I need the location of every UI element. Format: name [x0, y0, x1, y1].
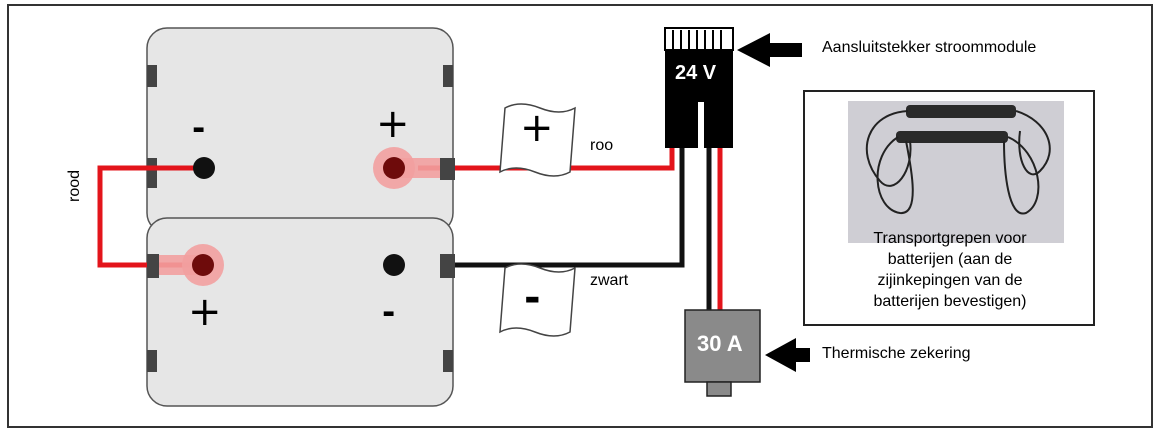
rood-wire-label: rood	[66, 169, 83, 202]
bottom-battery-minus-sign: -	[382, 293, 396, 331]
top-battery-plus-sign: +	[376, 101, 410, 147]
module-voltage: 24 V	[675, 62, 717, 84]
transport-handles-photo	[848, 101, 1064, 243]
outer-border	[7, 4, 1153, 428]
plus-flag	[499, 103, 576, 177]
minus-flag	[499, 263, 576, 337]
arrow-fuse	[765, 338, 810, 372]
plus-flag-label: +	[520, 105, 554, 151]
photo-caption: Transportgrepen voor batterijen (aan de …	[873, 230, 1027, 310]
terminal-bottom-plus	[192, 254, 214, 276]
photo-box	[803, 90, 1095, 326]
roo-wire-label: roo	[590, 137, 614, 154]
terminal-top-minus	[193, 157, 215, 179]
arrow-connector	[737, 33, 802, 67]
connector-module	[664, 27, 734, 148]
terminal-bottom-minus	[383, 254, 405, 276]
top-battery-minus-sign: -	[192, 109, 206, 147]
fuse-label: Thermische zekering	[822, 345, 971, 362]
bottom-battery-plus-sign: +	[188, 289, 222, 335]
connector-label: Aansluitstekker stroommodule	[822, 39, 1037, 56]
zwart-wire-label: zwart	[590, 272, 629, 289]
fuse-rating: 30 A	[697, 331, 743, 356]
fuse-block	[684, 309, 761, 397]
jumper-wire-red	[97, 165, 200, 268]
terminal-top-plus	[383, 157, 405, 179]
minus-flag-label: -	[524, 275, 541, 321]
